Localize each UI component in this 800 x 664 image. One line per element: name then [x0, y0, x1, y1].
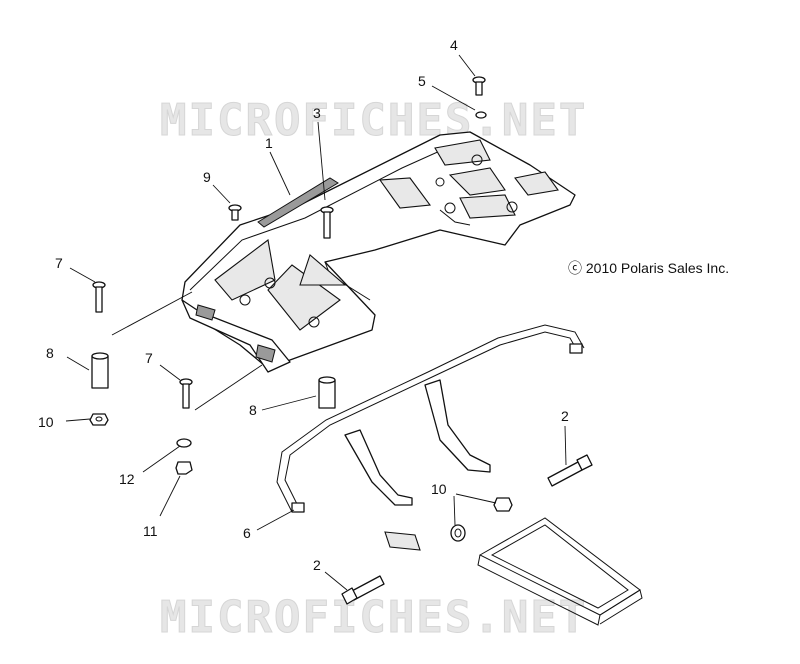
spacer-part-8-right [318, 376, 336, 409]
callout-8-right: 8 [249, 402, 257, 418]
callout-7-upper: 7 [55, 255, 63, 271]
bolt-part-9 [228, 204, 242, 221]
callout-6: 6 [243, 525, 251, 541]
callout-3: 3 [313, 105, 321, 121]
nut-part-10-right [493, 497, 513, 512]
callout-8-left: 8 [46, 345, 54, 361]
callout-2-bottom: 2 [313, 557, 321, 573]
callout-5: 5 [418, 73, 426, 89]
bolt-part-2-bottom [341, 575, 385, 605]
callout-10-right: 10 [431, 481, 447, 497]
callout-7-lower: 7 [145, 350, 153, 366]
washer-part-12 [176, 438, 192, 448]
callout-2-right: 2 [561, 408, 569, 424]
bolt-part-2-right [547, 454, 593, 487]
mounting-platform [477, 517, 643, 626]
callout-10-left: 10 [38, 414, 54, 430]
bracket-plate [384, 531, 421, 551]
rack-frame-part-6 [276, 324, 585, 513]
bolt-part-7-lower [179, 378, 193, 409]
watermark-bottom: MICROFICHES.NET [160, 592, 587, 643]
copyright-notice: ⓒ 2010 Polaris Sales Inc. [568, 260, 729, 276]
nut-part-10-left [89, 413, 109, 426]
washer-part-5 [475, 111, 487, 119]
bushing [450, 524, 466, 542]
spacer-part-8-left [91, 352, 109, 389]
callout-4: 4 [450, 37, 458, 53]
bolt-part-3 [320, 206, 334, 239]
callout-1: 1 [265, 135, 273, 151]
bolt-part-7-upper [92, 281, 106, 313]
nut-part-11 [175, 461, 193, 475]
callout-9: 9 [203, 169, 211, 185]
bolt-part-4 [472, 76, 486, 96]
callout-12: 12 [119, 471, 135, 487]
rear-rack-part-1 [181, 131, 576, 373]
leader-lines [65, 54, 567, 591]
callout-11: 11 [143, 523, 158, 539]
watermark-top: MICROFICHES.NET [160, 95, 587, 146]
